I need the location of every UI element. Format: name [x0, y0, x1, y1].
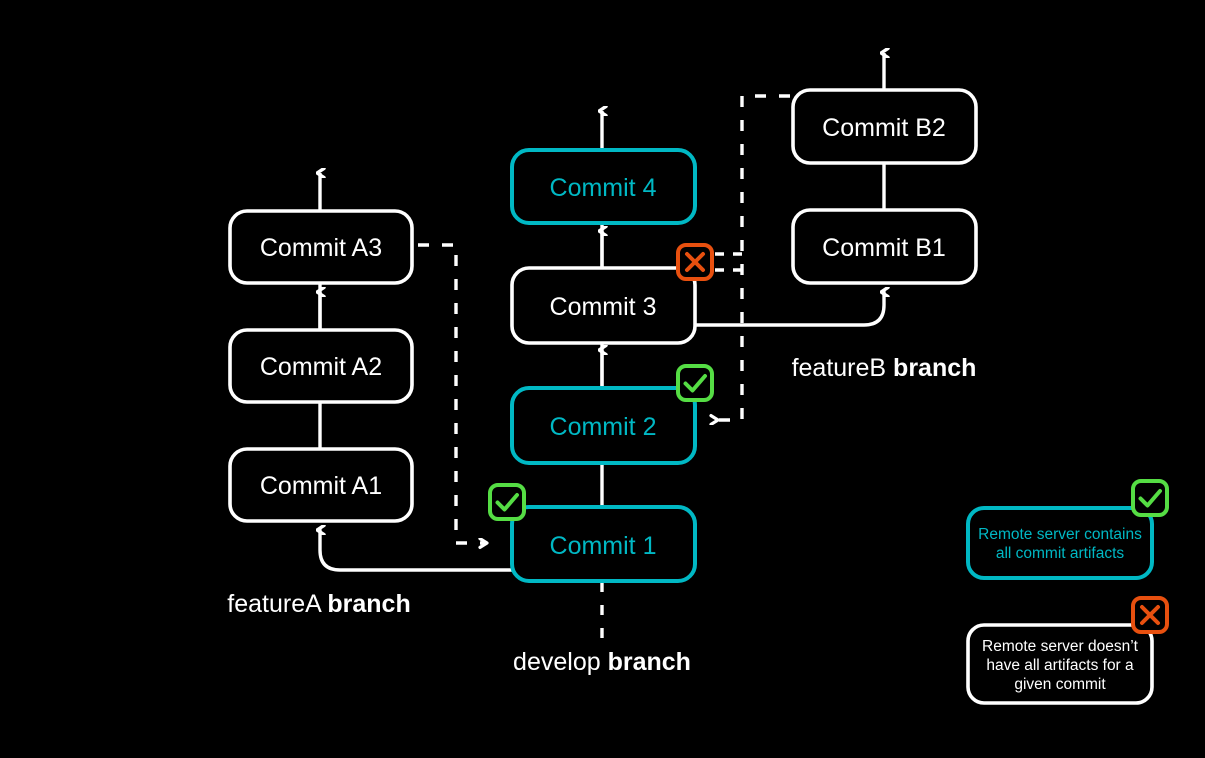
legend-item-missing: Remote server doesn’t have all artifacts…: [966, 596, 1169, 705]
branch-suffix: branch: [893, 354, 976, 382]
node-label: Commit 1: [550, 532, 657, 560]
legend-item-ok: Remote server contains all commit artifa…: [966, 479, 1169, 580]
node-label: Commit 2: [550, 413, 657, 441]
node-label: Commit A1: [260, 472, 382, 500]
node-label: Commit 3: [550, 293, 657, 321]
branch-label-featureB: featureB branch: [792, 354, 977, 382]
node-box: [228, 328, 414, 404]
legend-line-1: Remote server contains: [978, 526, 1142, 543]
branch-label-develop: develop branch: [513, 648, 691, 676]
branch-name: develop: [513, 648, 601, 676]
node-box: [510, 148, 697, 225]
node-label: Commit B2: [822, 114, 946, 142]
badge-box: [488, 483, 526, 521]
check-icon: [1138, 489, 1162, 508]
legend-line-2: all commit artifacts: [996, 545, 1125, 562]
node-box: [510, 505, 697, 583]
edge-branch-featureA: [320, 530, 602, 572]
branch-name: featureB: [792, 354, 887, 382]
node-commit-a2[interactable]: Commit A2: [228, 328, 414, 404]
branch-name: featureA: [227, 590, 322, 618]
node-box: [510, 386, 697, 465]
node-label: Commit A2: [260, 353, 382, 381]
cross-icon: [685, 252, 705, 272]
node-commit-3[interactable]: Commit 3: [510, 266, 697, 345]
legend-box: [966, 506, 1154, 580]
legend-box: [966, 623, 1154, 705]
node-box: [228, 447, 414, 523]
badge-commit2-check[interactable]: [676, 364, 714, 402]
branch-label-featureA: featureA branch: [227, 590, 410, 618]
check-icon: [683, 374, 707, 393]
node-commit-4[interactable]: Commit 4: [510, 148, 697, 225]
branch-suffix: branch: [327, 590, 410, 618]
legend-badge-cross: [1131, 596, 1169, 634]
legend-line-2: have all artifacts for a: [986, 657, 1134, 674]
node-label: Commit B1: [822, 234, 946, 262]
legend-badge-check: [1131, 479, 1169, 517]
node-commit-a3[interactable]: Commit A3: [228, 209, 414, 285]
legend-line-3: given commit: [1014, 676, 1106, 693]
cross-icon: [1140, 605, 1160, 625]
node-box: [791, 208, 978, 285]
node-commit-b2[interactable]: Commit B2: [791, 88, 978, 165]
badge-box: [1131, 479, 1169, 517]
edge-dashed-a3-to-commit1: [418, 243, 487, 543]
node-commit-2[interactable]: Commit 2: [510, 386, 697, 465]
badge-box: [676, 364, 714, 402]
edge-branch-featureB: [638, 292, 884, 327]
node-box: [791, 88, 978, 165]
badge-commit3-cross[interactable]: [676, 243, 714, 281]
badge-commit1-check[interactable]: [488, 483, 526, 521]
check-icon: [495, 493, 519, 512]
node-commit-1[interactable]: Commit 1: [510, 505, 697, 583]
node-commit-a1[interactable]: Commit A1: [228, 447, 414, 523]
node-label: Commit A3: [260, 234, 382, 262]
legend-line-1: Remote server doesn’t: [982, 638, 1139, 655]
node-commit-b1[interactable]: Commit B1: [791, 208, 978, 285]
branch-suffix: branch: [608, 648, 691, 676]
node-label: Commit 4: [550, 174, 657, 202]
node-box: [228, 209, 414, 285]
edge-dashed-b2-to-commit2: [718, 94, 790, 420]
node-box: [510, 266, 697, 345]
